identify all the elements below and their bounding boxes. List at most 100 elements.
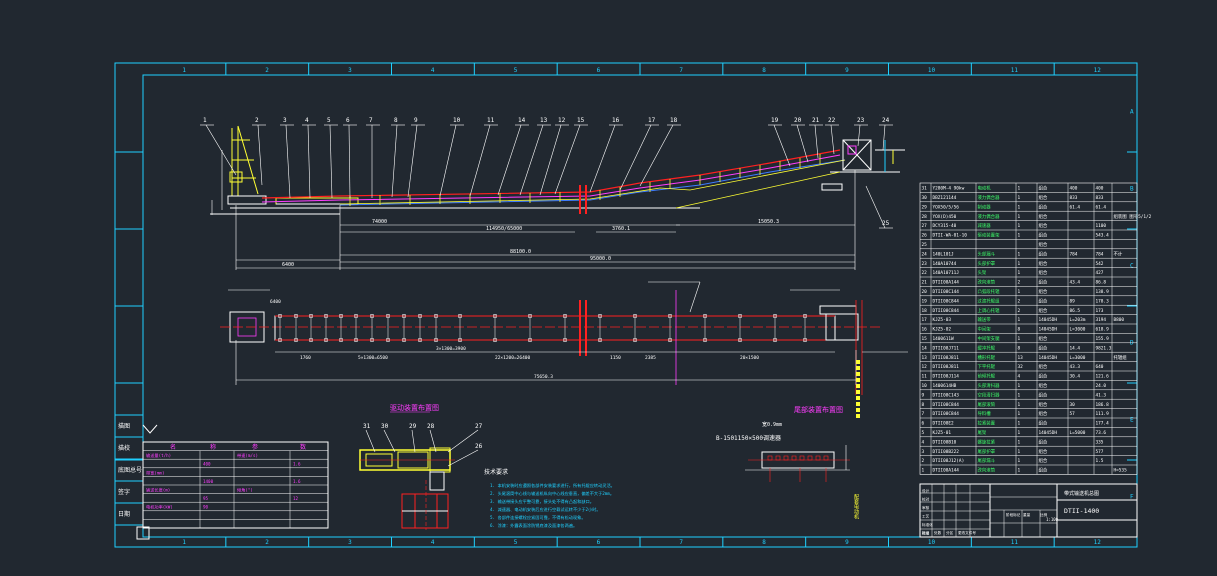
bom-cell: L=3000: [1070, 355, 1086, 361]
bom-cell: 1: [1018, 392, 1021, 398]
bom-cell: 155.9: [1096, 336, 1110, 342]
note-line: 6. 涂漆：外露表面涂防锈底漆及面漆各两遍。: [490, 522, 577, 529]
bom-cell: 导料槽: [978, 410, 992, 417]
column-marker: 2: [265, 67, 269, 74]
title-block-label: 分区: [946, 530, 954, 535]
bom-cell: 组合: [1039, 307, 1048, 314]
bom-cell: DTII08J711: [933, 345, 960, 351]
callout-number: 27: [475, 423, 483, 430]
bom-cell: 3194: [1096, 317, 1107, 323]
column-marker: 11: [1011, 539, 1019, 546]
svg-text:2385: 2385: [645, 355, 656, 361]
bom-cell: 57: [1070, 411, 1076, 417]
bom-cell: 4: [1018, 374, 1021, 380]
bom-cell: 28: [922, 214, 928, 220]
bom-cell: 833: [1096, 195, 1104, 201]
column-marker: 4: [431, 539, 435, 546]
callout-number: 12: [558, 117, 566, 124]
bom-cell: 186.8: [1096, 402, 1110, 408]
bom-cell: 1: [1018, 233, 1021, 239]
bom-cell: 14.4: [1070, 345, 1081, 351]
bom-cell: DTII08C844: [933, 402, 960, 408]
elevation-dims: [235, 170, 856, 270]
bom-cell: 1: [1018, 421, 1021, 427]
head-structure: [821, 139, 905, 191]
bom-cell: 17: [922, 317, 928, 323]
bom-cell: 1: [1018, 186, 1021, 192]
bom-cell: 1: [1018, 402, 1021, 408]
note-line: 1. 本机安装时应遵照各部件安装要求进行，所有托辊应转动灵活。: [490, 482, 615, 489]
param-cell: 95: [203, 496, 209, 501]
param-cell: 输送长度(m): [146, 487, 170, 494]
bom-cell: 1400611W: [933, 336, 955, 342]
bom-cell: 26: [922, 233, 928, 239]
bom-cell: 14045DH: [1039, 355, 1058, 361]
bom-cell: 组合: [1039, 185, 1048, 192]
bom-cell: 618.9: [1096, 327, 1110, 333]
bom-cell: 31: [922, 186, 928, 192]
callout-number: 24: [882, 117, 890, 124]
callout-number: 3: [283, 117, 287, 124]
column-marker: 3: [348, 539, 352, 546]
column-marker: 11: [1011, 67, 1019, 74]
title-block-label: 工艺: [922, 514, 930, 519]
dim-label: 3760.1: [612, 226, 630, 232]
column-marker: 8: [762, 539, 766, 546]
bom-cell: 驱动装置架: [978, 232, 1001, 239]
bom-cell: 43.4: [1070, 280, 1081, 286]
bom-cell: 1: [1018, 214, 1021, 220]
bom-cell: 140A10744: [933, 261, 957, 267]
bom-cell: 1: [922, 468, 925, 474]
title-block: 标记处数分区更改文件号设计校对审核工艺标准化批准阶段标记重量比例 带式输送机总图…: [919, 483, 1138, 538]
bom-cell: 组合: [1039, 279, 1048, 286]
bom-cell: 组合: [1039, 232, 1048, 239]
tail-detail-title: 尾部装置布置图: [794, 405, 843, 414]
bom-cell: 30: [1070, 402, 1076, 408]
callout-number: 26: [475, 443, 483, 450]
callout-number: 9: [414, 117, 418, 124]
bom-cell: 组合: [1039, 203, 1048, 210]
bom-cell: 14045DH: [1039, 327, 1058, 333]
bom-cell: 槽形托辊: [978, 354, 996, 361]
bom-cell: 177.4: [1096, 421, 1110, 427]
bom-cell: 1: [1018, 439, 1021, 445]
bom-cell: 2: [1018, 298, 1021, 304]
bom-cell: 1: [1018, 289, 1021, 295]
bom-cell: 24: [922, 251, 928, 257]
bom-cell: 16: [922, 327, 928, 333]
callout-number: 16: [612, 117, 620, 124]
param-cell: 400: [203, 462, 211, 467]
bom-cell: 577: [1096, 449, 1104, 455]
title-block-label: 审核: [922, 505, 930, 510]
column-marker: 5: [514, 539, 518, 546]
bom-cell: 组合: [1039, 410, 1048, 417]
callout-number: 29: [409, 423, 417, 430]
bom-cell: 1400614HB: [933, 383, 957, 389]
title-block-label: 更改文件号: [958, 530, 976, 535]
bom-cell: 25: [922, 242, 928, 248]
note-line: 5. 各部件连接螺栓应紧固可靠，不得有松动现象。: [490, 514, 586, 521]
bom-cell: 减速器: [978, 222, 992, 229]
bom-cell: YOX(D)450: [933, 214, 957, 220]
bom-cell: KJZ5-02: [933, 327, 952, 333]
callout-number: 22: [828, 117, 836, 124]
bom-cell: 543.4: [1096, 233, 1110, 239]
bom-cell: 改向滚筒: [978, 279, 996, 286]
bom-cell: 组合: [1039, 438, 1048, 445]
bom-cell: 89: [1070, 298, 1076, 304]
bom-cell: YOX50/5/56: [933, 204, 960, 210]
stamp-label: 底图总号: [118, 466, 142, 474]
bom-cell: 1: [1018, 317, 1021, 323]
bom-cell: 784: [1070, 251, 1078, 257]
bom-cell: 173: [1096, 308, 1104, 314]
stamp-label: 签字: [118, 488, 130, 496]
bom-cell: 20: [922, 289, 928, 295]
svg-text:5×1300=6500: 5×1300=6500: [358, 355, 388, 361]
title-block-label: 阶段标记: [1006, 512, 1021, 517]
column-marker: 10: [928, 539, 936, 546]
param-cell: 1.6: [293, 479, 301, 484]
bom-cell: DTII08C844: [933, 298, 960, 304]
bom-cell: 1: [1018, 195, 1021, 201]
svg-text:75650.3: 75650.3: [534, 374, 553, 380]
